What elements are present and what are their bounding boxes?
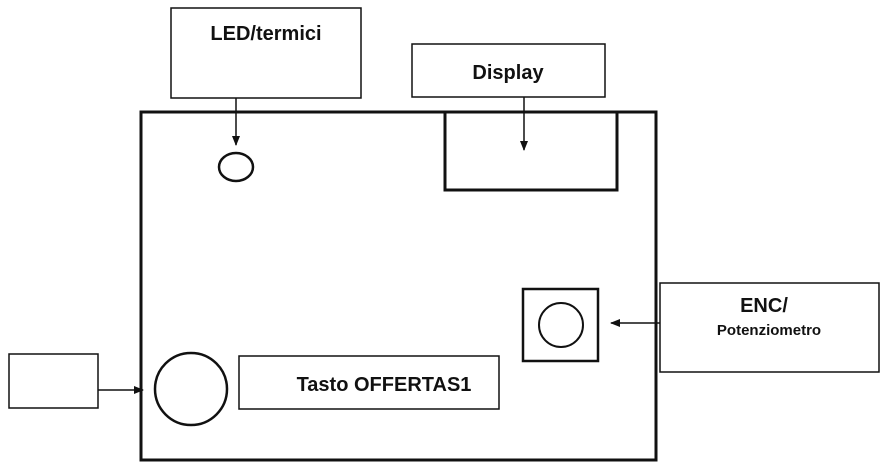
led-callout: LED/termici: [170, 7, 362, 146]
encoder-label-box: [659, 282, 880, 373]
encoder-housing: [521, 287, 600, 363]
display-callout: Display: [411, 43, 606, 98]
encoder-knob: [538, 302, 584, 348]
left-external-box: [8, 353, 99, 409]
device-panel-outline: [139, 110, 658, 462]
led-label: LED/termici: [210, 23, 321, 45]
offer-button: [153, 351, 229, 427]
button-label: Tasto OFFERTAS1: [297, 374, 472, 396]
led-label-box: [170, 7, 362, 99]
display-label-box: [411, 43, 606, 98]
display-window: [443, 112, 619, 192]
encoder-callout: ENC/ Potenziometro: [610, 282, 880, 373]
encoder-label-line2: Potenziometro: [717, 322, 821, 339]
display-label: Display: [472, 62, 544, 84]
led-indicator: [217, 151, 255, 183]
encoder-label-line1: ENC/: [740, 295, 788, 317]
button-label-box: [238, 355, 500, 410]
